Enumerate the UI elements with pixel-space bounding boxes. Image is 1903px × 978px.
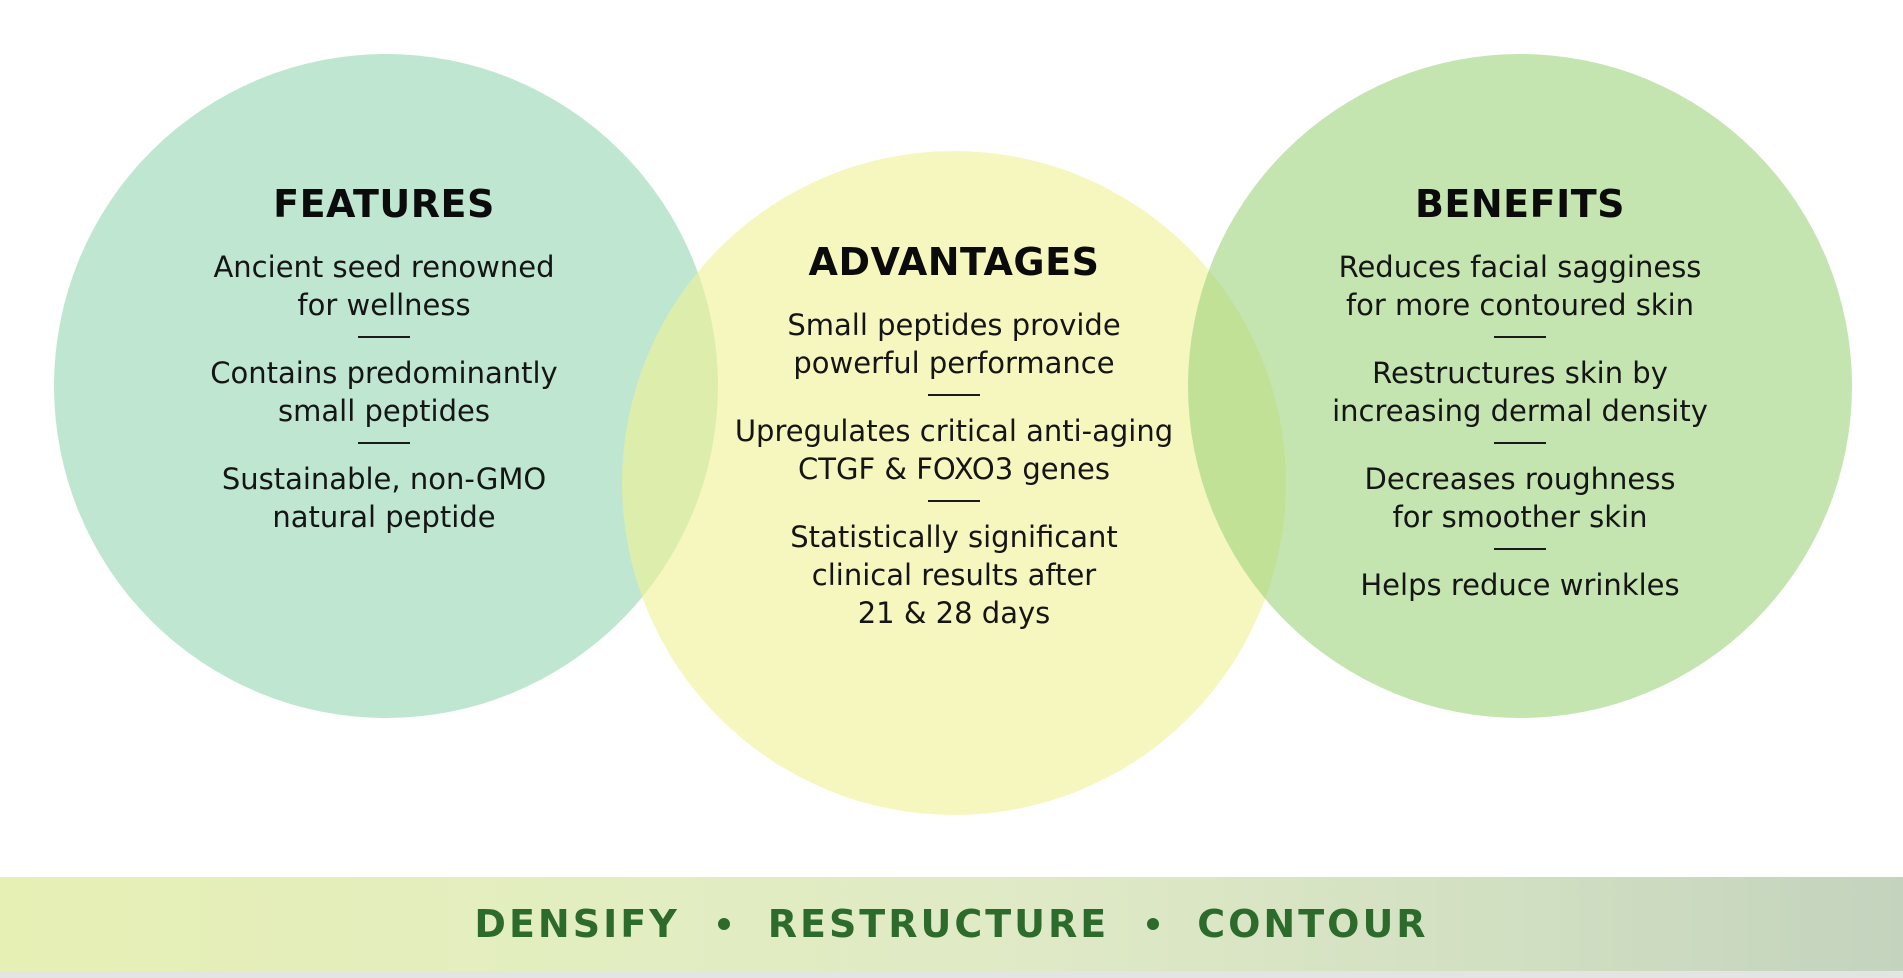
features-circle xyxy=(54,54,718,718)
benefits-item-4: Helps reduce wrinkles xyxy=(1360,568,1680,602)
divider xyxy=(1494,336,1546,338)
divider xyxy=(358,336,410,338)
benefits-item-3: Decreases roughness for smoother skin xyxy=(1364,462,1676,534)
advantages-item-3: Statistically significant clinical resul… xyxy=(790,520,1118,630)
divider xyxy=(358,442,410,444)
divider xyxy=(1494,548,1546,550)
divider xyxy=(1494,442,1546,444)
divider xyxy=(928,394,980,396)
divider xyxy=(928,500,980,502)
bottom-strip xyxy=(0,971,1903,978)
benefits-column: BENEFITS Reduces facial sagginess for mo… xyxy=(1280,178,1760,604)
benefits-item-2: Restructures skin by increasing dermal d… xyxy=(1332,356,1708,428)
advantages-circle xyxy=(622,151,1286,815)
tagline-word-densify: DENSIFY xyxy=(474,902,680,946)
features-item-1: Ancient seed renowned for wellness xyxy=(213,250,555,322)
advantages-item-1: Small peptides provide powerful performa… xyxy=(787,308,1121,380)
benefits-circle xyxy=(1188,54,1852,718)
advantages-heading: ADVANTAGES xyxy=(808,240,1100,284)
features-column: FEATURES Ancient seed renowned for welln… xyxy=(144,178,624,536)
features-item-3: Sustainable, non-GMO natural peptide xyxy=(221,462,547,534)
benefits-heading: BENEFITS xyxy=(1414,182,1626,226)
tagline-word-restructure: RESTRUCTURE xyxy=(767,902,1110,946)
features-item-2: Contains predominantly small peptides xyxy=(210,356,558,428)
tagline-banner: DENSIFY RESTRUCTURE CONTOUR xyxy=(0,877,1903,971)
features-heading: FEATURES xyxy=(273,182,495,226)
advantages-item-2: Upregulates critical anti-aging CTGF & F… xyxy=(734,414,1174,486)
tagline-word-contour: CONTOUR xyxy=(1197,902,1429,946)
bullet-separator xyxy=(717,918,730,930)
benefits-item-1: Reduces facial sagginess for more contou… xyxy=(1338,250,1702,322)
advantages-column: ADVANTAGES Small peptides provide powerf… xyxy=(714,236,1194,632)
bullet-separator xyxy=(1147,918,1160,930)
